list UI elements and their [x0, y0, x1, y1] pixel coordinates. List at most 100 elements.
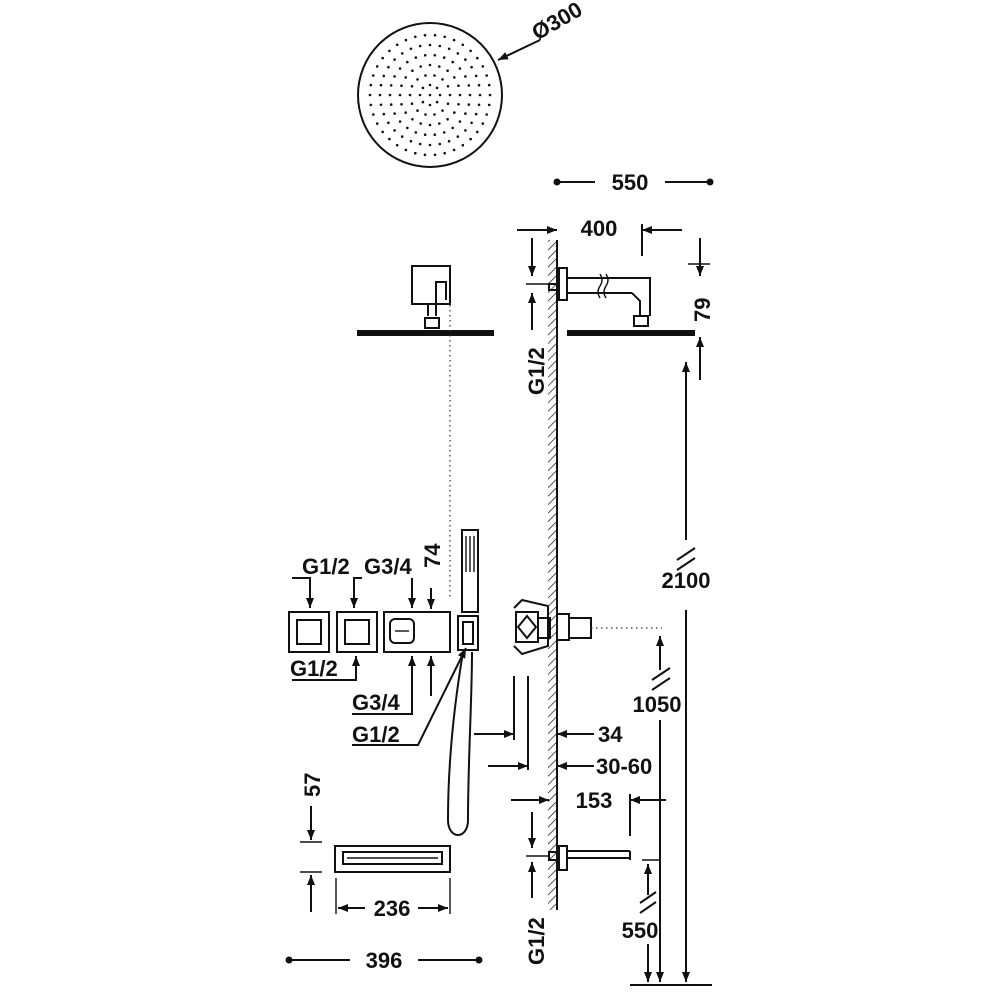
nozzle-dot — [393, 75, 396, 78]
nozzle-dot — [369, 83, 373, 87]
nozzle-dot — [458, 67, 462, 70]
nozzle-dot — [406, 126, 409, 130]
nozzle-dot — [443, 151, 447, 155]
nozzle-dot — [411, 118, 414, 121]
nozzle-dot — [398, 93, 402, 97]
shower-head-top-view — [357, 22, 503, 168]
nozzle-dot — [414, 35, 417, 39]
nozzle-dot — [446, 118, 449, 121]
nozzle-dot — [478, 93, 482, 97]
nozzle-dot — [487, 83, 491, 87]
wall-depth-dimension: 30-60 — [488, 676, 652, 779]
wall-offset-dimension: 34 — [474, 676, 623, 747]
nozzle-dot — [414, 151, 417, 155]
nozzle-dot — [408, 93, 412, 97]
nozzle-dot — [485, 113, 489, 116]
head-diameter-dimension: Ø300 — [497, 0, 586, 61]
side-bath-spout — [548, 845, 631, 871]
spout-length-label: 153 — [576, 788, 613, 813]
nozzle-dot — [428, 63, 432, 67]
nozzle-dot — [452, 148, 456, 152]
nozzle-dot — [419, 65, 423, 68]
nozzle-dot — [485, 74, 489, 77]
nozzle-dot — [379, 83, 383, 87]
nozzle-dot — [409, 47, 413, 51]
valve-total-width-dimension: 396 — [285, 948, 483, 973]
nozzle-dot — [423, 133, 427, 136]
valve-bottom-mid-label: G3/4 — [352, 690, 400, 715]
nozzle-dot — [452, 38, 456, 42]
shower-nozzles — [368, 33, 492, 157]
nozzle-dot — [453, 76, 456, 79]
nozzle-dot — [421, 86, 425, 90]
nozzle-dot — [442, 131, 446, 134]
nozzle-dot — [375, 122, 379, 125]
nozzle-dot — [428, 93, 432, 97]
nozzle-dot — [387, 65, 390, 69]
nozzle-dot — [428, 83, 432, 87]
nozzle-dot — [435, 86, 439, 90]
nozzle-dot — [372, 74, 375, 77]
inlet-top-dimension: G1/2 — [524, 238, 549, 395]
nozzle-dot — [443, 35, 447, 39]
nozzle-dot — [481, 122, 485, 125]
inlet-bottom-dimension: G1/2 — [524, 812, 549, 965]
nozzle-dot — [451, 126, 455, 130]
height-head-label: 2100 — [662, 568, 711, 593]
nozzle-dot — [447, 139, 451, 143]
valve-height-label: 74 — [420, 543, 445, 568]
nozzle-dot — [457, 103, 460, 106]
nozzle-dot — [470, 65, 473, 69]
nozzle-dot — [446, 69, 449, 72]
nozzle-dot — [404, 111, 408, 114]
nozzle-dot — [464, 112, 467, 115]
nozzle-dot — [375, 65, 379, 68]
nozzle-dot — [433, 133, 437, 136]
nozzle-dot — [381, 56, 385, 60]
nozzle-dot — [428, 103, 432, 107]
nozzle-dot — [474, 112, 478, 116]
height-spout-label: 550 — [622, 918, 659, 943]
nozzle-dot — [467, 103, 471, 106]
arm-drop-label: 79 — [690, 298, 715, 322]
nozzle-dot — [481, 65, 485, 68]
nozzle-dot — [410, 85, 414, 88]
nozzle-dot — [411, 69, 414, 72]
front-shower-arm — [357, 265, 494, 600]
nozzle-dot — [393, 58, 396, 61]
front-valve-plates — [288, 611, 479, 653]
nozzle-dot — [458, 93, 462, 97]
nozzle-dot — [476, 130, 479, 134]
nozzle-dot — [433, 33, 437, 37]
nozzle-dot — [393, 112, 396, 115]
nozzle-dot — [464, 58, 467, 61]
spout-length-dimension: 153 — [511, 788, 666, 836]
nozzle-dot — [433, 153, 437, 157]
wall-depth-label: 30-60 — [596, 754, 652, 779]
nozzle-dot — [457, 84, 460, 87]
nozzle-dot — [419, 122, 423, 125]
nozzle-dot — [438, 65, 441, 68]
nozzle-dot — [388, 93, 392, 97]
inlet-bottom-label: G1/2 — [524, 917, 549, 965]
nozzle-dot — [464, 75, 467, 78]
nozzle-dot — [477, 103, 481, 107]
nozzle-dot — [477, 83, 481, 87]
nozzle-dot — [424, 74, 427, 77]
nozzle-dot — [438, 93, 442, 97]
nozzle-dot — [470, 121, 473, 125]
nozzle-dot — [469, 49, 472, 53]
nozzle-dot — [424, 113, 427, 116]
valve-total-width-label: 396 — [366, 948, 403, 973]
nozzle-dot — [442, 56, 446, 59]
nozzle-dot — [441, 78, 444, 81]
hand-shower — [446, 529, 479, 836]
nozzle-dot — [433, 54, 437, 57]
nozzle-dot — [488, 93, 492, 97]
nozzle-dot — [458, 120, 462, 123]
valve-bottom-left-label: G1/2 — [290, 656, 338, 681]
spout-height-label: 57 — [300, 773, 325, 797]
nozzle-dot — [382, 112, 386, 116]
side-shower-arm — [548, 267, 695, 336]
